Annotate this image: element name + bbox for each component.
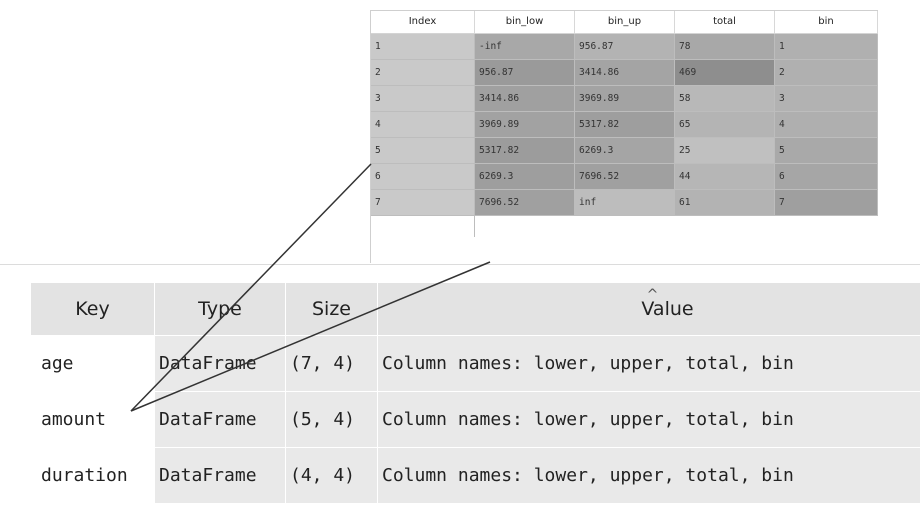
cell-bin[interactable]: 2: [775, 60, 878, 86]
cell-bin-up[interactable]: 3969.89: [575, 86, 675, 112]
cell-bin[interactable]: 7: [775, 190, 878, 216]
cell-index[interactable]: 5: [371, 138, 475, 164]
cell-bin-up[interactable]: 5317.82: [575, 112, 675, 138]
cell-total[interactable]: 469: [675, 60, 775, 86]
cell-bin[interactable]: 6: [775, 164, 878, 190]
cell-bin-low[interactable]: 956.87: [475, 60, 575, 86]
variable-type: DataFrame: [155, 392, 286, 447]
dataframe-footer: [371, 216, 878, 237]
variable-key[interactable]: amount: [31, 392, 155, 447]
cell-total[interactable]: 61: [675, 190, 775, 216]
variable-value[interactable]: Column names: lower, upper, total, bin: [378, 392, 920, 447]
column-header-bin[interactable]: bin: [775, 11, 878, 33]
header-value[interactable]: ^ Value: [378, 283, 920, 335]
cell-bin[interactable]: 4: [775, 112, 878, 138]
cell-bin[interactable]: 1: [775, 34, 878, 60]
cell-bin-up[interactable]: 6269.3: [575, 138, 675, 164]
cell-index[interactable]: 3: [371, 86, 475, 112]
variable-row-amount[interactable]: amount DataFrame (5, 4) Column names: lo…: [31, 391, 920, 447]
cell-total[interactable]: 44: [675, 164, 775, 190]
variable-key[interactable]: duration: [31, 448, 155, 503]
variable-key[interactable]: age: [31, 336, 155, 391]
variable-value[interactable]: Column names: lower, upper, total, bin: [378, 336, 920, 391]
variable-row-age[interactable]: age DataFrame (7, 4) Column names: lower…: [31, 335, 920, 391]
cell-index[interactable]: 2: [371, 60, 475, 86]
variable-table-header: Key Type Size ^ Value: [31, 283, 920, 335]
cell-bin-up[interactable]: 3414.86: [575, 60, 675, 86]
variable-row-duration[interactable]: duration DataFrame (4, 4) Column names: …: [31, 447, 920, 503]
variable-explorer-panel: Key Type Size ^ Value age DataFrame (7, …: [0, 264, 920, 523]
cell-bin-low[interactable]: 3969.89: [475, 112, 575, 138]
cell-bin-up[interactable]: inf: [575, 190, 675, 216]
header-value-label: Value: [641, 298, 694, 320]
column-header-bin-low[interactable]: bin_low: [475, 11, 575, 33]
cell-total[interactable]: 58: [675, 86, 775, 112]
cell-bin[interactable]: 3: [775, 86, 878, 112]
variable-value[interactable]: Column names: lower, upper, total, bin: [378, 448, 920, 503]
cell-bin-low[interactable]: 3414.86: [475, 86, 575, 112]
cell-bin-low[interactable]: -inf: [475, 34, 575, 60]
variable-size: (7, 4): [286, 336, 378, 391]
variable-table: Key Type Size ^ Value age DataFrame (7, …: [31, 283, 920, 503]
cell-bin-low[interactable]: 5317.82: [475, 138, 575, 164]
cell-bin-low[interactable]: 6269.3: [475, 164, 575, 190]
column-header-index[interactable]: Index: [371, 11, 475, 33]
column-header-total[interactable]: total: [675, 11, 775, 33]
variable-size: (4, 4): [286, 448, 378, 503]
variable-type: DataFrame: [155, 336, 286, 391]
cell-bin-low[interactable]: 7696.52: [475, 190, 575, 216]
column-header-bin-up[interactable]: bin_up: [575, 11, 675, 33]
variable-size: (5, 4): [286, 392, 378, 447]
cell-bin-up[interactable]: 956.87: [575, 34, 675, 60]
cell-total[interactable]: 25: [675, 138, 775, 164]
cell-total[interactable]: 78: [675, 34, 775, 60]
cell-bin[interactable]: 5: [775, 138, 878, 164]
dataframe-header-row: Index bin_low bin_up total bin: [371, 11, 878, 34]
cell-index[interactable]: 7: [371, 190, 475, 216]
cell-index[interactable]: 1: [371, 34, 475, 60]
cell-bin-up[interactable]: 7696.52: [575, 164, 675, 190]
header-type[interactable]: Type: [155, 283, 286, 335]
header-key[interactable]: Key: [31, 283, 155, 335]
cell-total[interactable]: 65: [675, 112, 775, 138]
variable-type: DataFrame: [155, 448, 286, 503]
cell-index[interactable]: 4: [371, 112, 475, 138]
chevron-up-icon: ^: [646, 287, 659, 303]
header-size[interactable]: Size: [286, 283, 378, 335]
cell-index[interactable]: 6: [371, 164, 475, 190]
index-column-filler: [371, 216, 475, 237]
